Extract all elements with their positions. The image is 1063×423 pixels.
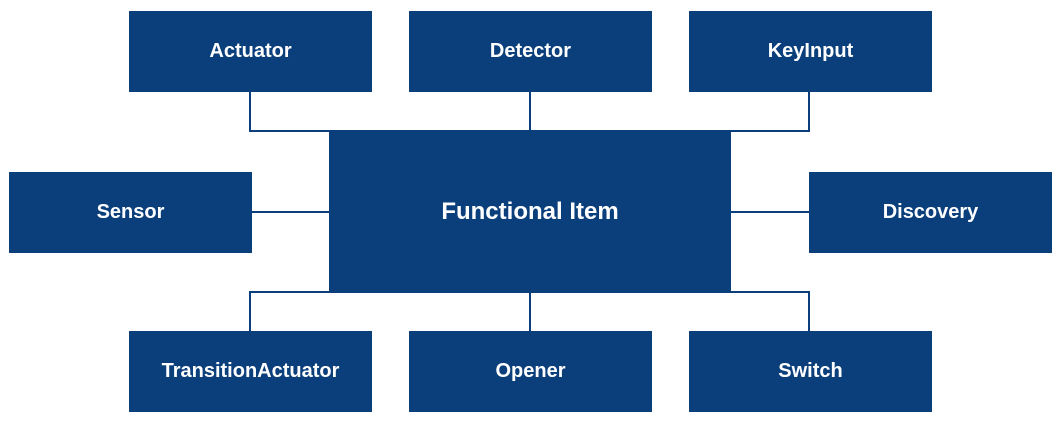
connector-actuator — [249, 92, 251, 132]
node-discovery: Discovery — [809, 172, 1052, 253]
connector-sensor — [252, 211, 329, 213]
node-label: Actuator — [209, 40, 292, 62]
connector-discovery — [731, 211, 809, 213]
connector-keyinput — [808, 92, 810, 132]
node-transition-actuator: TransitionActuator — [129, 331, 372, 412]
node-switch: Switch — [689, 331, 932, 412]
node-detector: Detector — [409, 11, 652, 92]
center-label: Functional Item — [441, 198, 619, 225]
node-sensor: Sensor — [9, 172, 252, 253]
connector-detector — [529, 92, 531, 132]
node-label: Discovery — [882, 201, 979, 223]
node-label: Sensor — [96, 201, 165, 223]
node-label: Switch — [778, 360, 843, 382]
connector-opener — [529, 292, 531, 331]
node-actuator: Actuator — [129, 11, 372, 92]
node-label: KeyInput — [767, 40, 854, 62]
connector-switch — [808, 292, 810, 331]
connector-transition-actuator — [249, 292, 251, 331]
node-keyinput: KeyInput — [689, 11, 932, 92]
node-label: Detector — [489, 40, 572, 62]
node-label: TransitionActuator — [161, 360, 340, 382]
connector-top-bar — [249, 130, 810, 132]
node-label: Opener — [495, 360, 566, 382]
node-functional-item: Functional Item — [329, 132, 731, 292]
node-opener: Opener — [409, 331, 652, 412]
